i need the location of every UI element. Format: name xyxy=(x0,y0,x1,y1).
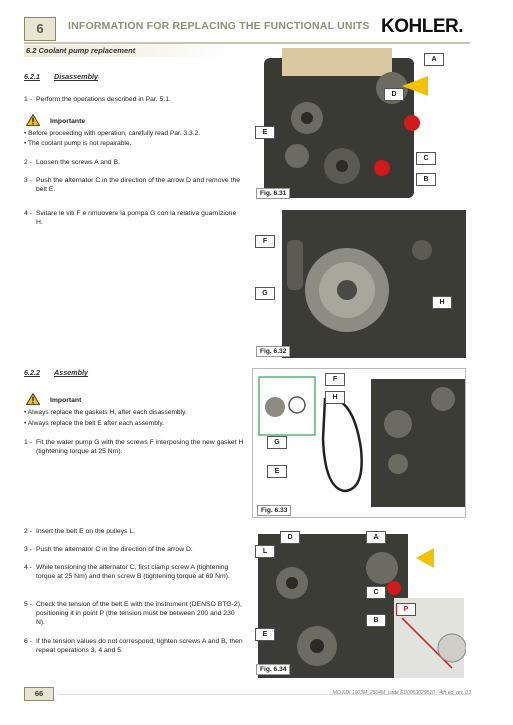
engine-illustration xyxy=(252,210,466,358)
note-item: • The coolant pump is not repairable. xyxy=(24,140,132,147)
note-item: • Before proceeding with operation, care… xyxy=(24,130,201,137)
callout-b: B xyxy=(366,614,386,627)
warning-icon xyxy=(26,393,40,405)
callout-e: E xyxy=(255,126,275,139)
step-text: Push the alternator C in the direction o… xyxy=(36,177,241,193)
figure-caption: Fig. 6.31 xyxy=(256,188,291,199)
figure-6-33: F H G E Fig. 6.33 xyxy=(252,368,466,518)
figure-6-32: F G H Fig. 6.32 xyxy=(252,210,466,358)
note-item: • Always replace the gaskets H, after ea… xyxy=(24,409,187,416)
figure-caption: Fig. 6.32 xyxy=(256,346,291,357)
step-text: While tensioning the alternator C, first… xyxy=(36,564,230,580)
callout-e: E xyxy=(255,628,275,641)
step-text: Push the alternator C in the direction o… xyxy=(36,546,193,553)
step-text: Svitare le viti F e rimuovere la pompa G… xyxy=(36,210,237,226)
step-number: 4 - xyxy=(24,210,32,217)
callout-l: L xyxy=(255,545,275,558)
belt-illustration xyxy=(321,397,363,493)
page-header-title: INFORMATION FOR REPLACING THE FUNCTIONAL… xyxy=(68,20,370,32)
step-number: 4 - xyxy=(24,564,32,571)
disassembly-step-1: 1 - Perform the operations described in P… xyxy=(24,95,244,104)
assembly-number: 6.2.2 xyxy=(24,368,40,377)
disassembly-step-2: 2 - Loosen the screws A and B. xyxy=(24,158,244,167)
callout-g: G xyxy=(255,287,275,300)
callout-d: D xyxy=(384,88,404,101)
callout-e: E xyxy=(267,465,287,478)
disassembly-heading: 6.2.1 Disassembly xyxy=(24,72,98,81)
page-number: 66 xyxy=(34,689,44,698)
step-text: Loosen the screws A and B. xyxy=(36,159,120,166)
engine-illustration xyxy=(253,369,465,517)
step-text: Fit the water pump G with the screws F i… xyxy=(36,439,244,455)
disassembly-title: Disassembly xyxy=(54,72,98,81)
step-number: 2 - xyxy=(24,159,32,166)
figure-caption: Fig. 6.34 xyxy=(256,664,291,675)
page-number-box: 66 xyxy=(24,687,54,701)
important-label: Important xyxy=(50,397,82,404)
disassembly-step-3: 3 - Push the alternator C in the directio… xyxy=(24,176,244,194)
assembly-step-1: 1 - Fit the water pump G with the screws … xyxy=(24,438,244,456)
disassembly-number: 6.2.1 xyxy=(24,72,40,81)
warning-icon xyxy=(26,114,40,126)
step-number: 1 - xyxy=(24,96,32,103)
figure-6-31: A D E C B Fig. 6.31 xyxy=(252,48,466,200)
callout-f: F xyxy=(255,235,275,248)
document-code: MO KDI 1903M_2504M_code ED0053029510 - 4… xyxy=(332,690,471,696)
callout-g: G xyxy=(267,436,287,449)
step-text: Perform the operations described in Par.… xyxy=(36,96,171,103)
step-text: Check the tension of the belt E with the… xyxy=(36,601,242,626)
assembly-step-3: 3 - Push the alternator C in the directio… xyxy=(24,545,244,554)
assembly-step-2: 2 - Insert the belt E on the pulleys L. xyxy=(24,527,244,536)
section-title: 6.2 Coolant pump replacement xyxy=(24,45,239,57)
callout-f: F xyxy=(325,373,345,386)
step-number: 3 - xyxy=(24,546,32,553)
note-item: • Always replace the belt E after each a… xyxy=(24,420,164,427)
footer-divider xyxy=(58,694,470,695)
assembly-step-5: 5 - Check the tension of the belt E with … xyxy=(24,600,244,627)
callout-c: C xyxy=(366,586,386,599)
direction-arrow-icon xyxy=(416,548,434,568)
step-number: 6 - xyxy=(24,638,32,645)
step-text: Insert the belt E on the pulleys L. xyxy=(36,528,135,535)
assembly-title: Assembly xyxy=(54,368,88,377)
step-text: If the tension values do not correspond,… xyxy=(36,638,243,654)
disassembly-step-4: 4 - Svitare le viti F e rimuovere la pomp… xyxy=(24,209,244,227)
direction-arrow-icon xyxy=(402,76,428,96)
figure-6-34: D A L C P B E Fig. 6.34 xyxy=(252,528,466,678)
assembly-heading: 6.2.2 Assembly xyxy=(24,368,88,377)
step-number: 2 - xyxy=(24,528,32,535)
step-number: 5 - xyxy=(24,601,32,608)
callout-a: A xyxy=(424,53,444,66)
chapter-number: 6 xyxy=(36,21,44,36)
callout-h: H xyxy=(432,296,452,309)
callout-b: B xyxy=(416,173,436,186)
callout-c: C xyxy=(416,152,436,165)
step-number: 1 - xyxy=(24,439,32,446)
callout-h: H xyxy=(325,391,345,404)
callout-a: A xyxy=(366,531,386,544)
step-number: 3 - xyxy=(24,177,32,184)
engine-illustration xyxy=(252,528,466,678)
kohler-logo: KOHLER. xyxy=(381,16,464,37)
figure-caption: Fig. 6.33 xyxy=(257,505,292,516)
header-divider xyxy=(24,42,470,44)
engine-illustration xyxy=(252,48,466,200)
assembly-step-4: 4 - While tensioning the alternator C, fi… xyxy=(24,563,244,581)
callout-p: P xyxy=(396,603,416,616)
chapter-number-box: 6 xyxy=(24,17,56,41)
assembly-step-6: 6 - If the tension values do not correspo… xyxy=(24,637,244,655)
important-label: Importante xyxy=(50,118,86,125)
callout-d: D xyxy=(280,531,300,544)
